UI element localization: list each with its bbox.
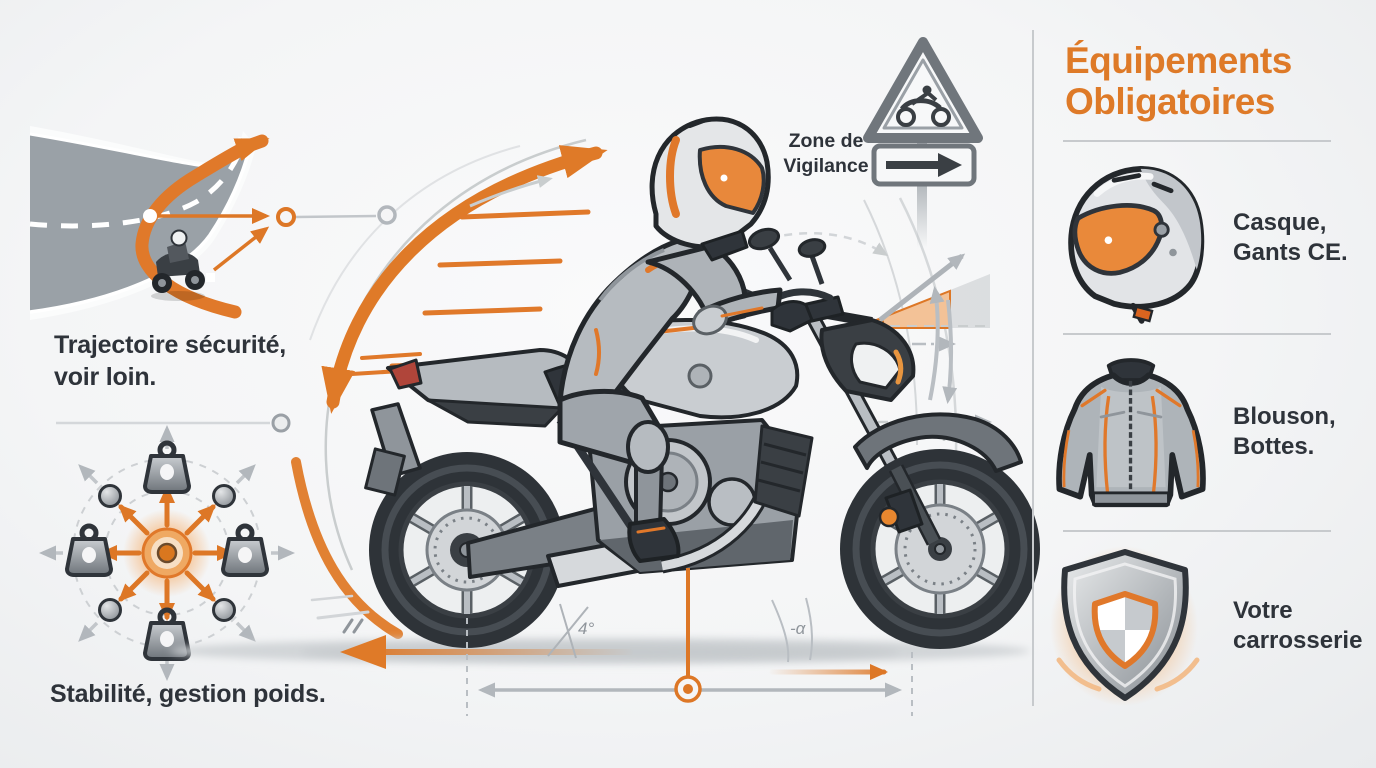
- rear-angle-label: 4°: [578, 619, 594, 638]
- rider-boot: [627, 517, 681, 563]
- vigilance-line2: Vigilance: [783, 155, 869, 177]
- road-centerline: [29, 141, 247, 229]
- panel-title-line1: Équipements: [1065, 40, 1292, 81]
- vigilance-label: Zone de Vigilance: [768, 129, 884, 179]
- mass-sphere-icon: [98, 484, 236, 622]
- divider: [1063, 333, 1331, 335]
- apex-dot: [206, 273, 215, 282]
- radiator: [753, 424, 814, 518]
- motorcycle-illustration: [364, 116, 1040, 649]
- helmet-label: Casque, Gants CE.: [1233, 208, 1348, 268]
- rider-position-dot: [143, 209, 157, 223]
- weight-icon: [65, 440, 269, 661]
- ground-annotations: 4° -α: [340, 568, 913, 716]
- outer-arrows: [39, 425, 295, 681]
- mirror-icon: [747, 227, 781, 251]
- helmet-visor: [697, 144, 766, 215]
- helmet-label-line2: Gants CE.: [1233, 239, 1348, 266]
- jacket-icon: [1056, 358, 1206, 508]
- radial-arrows: [99, 485, 235, 621]
- right-arrow-glyph: [938, 153, 962, 177]
- shield-label: Votre carrosserie: [1233, 596, 1362, 656]
- front-fender: [853, 412, 1023, 473]
- elbow-pad: [692, 304, 728, 336]
- shield-icon: [1050, 546, 1200, 706]
- section-connector: [56, 413, 291, 433]
- helmet-orange-accent: [666, 136, 680, 218]
- vigilance-line1: Zone de: [788, 130, 864, 152]
- rider-glove: [770, 300, 814, 333]
- sign-pole: [917, 136, 927, 248]
- vigilance-sign-group: [863, 37, 983, 248]
- strap-buckle: [1132, 305, 1154, 323]
- tank-emblem: [687, 363, 713, 389]
- helmet-icon: [1068, 166, 1205, 324]
- mini-motorcycle-icon: [151, 229, 205, 301]
- tail-section: [364, 348, 587, 497]
- trajectory-caption: Trajectoire sécurité, voir loin.: [54, 329, 286, 393]
- panel-title-line2: Obligatoires: [1065, 81, 1275, 122]
- orange-detail-dot: [878, 506, 900, 528]
- front-angle-label: -α: [790, 619, 807, 638]
- helmet-label-line1: Casque,: [1233, 209, 1327, 236]
- fuel-tank: [610, 317, 800, 420]
- divider: [1063, 530, 1331, 532]
- stability-caption: Stabilité, gestion poids.: [50, 680, 326, 708]
- arc-node: [377, 205, 397, 225]
- jacket-label-line1: Blouson,: [1233, 403, 1336, 430]
- shield-label-line2: carrosserie: [1233, 627, 1363, 654]
- wing-flourish: [1056, 657, 1200, 692]
- equipment-panel: Équipements Obligatoires Casque, Gants C…: [1035, 0, 1376, 768]
- stability-diagram: [39, 425, 295, 681]
- jacket-label-line2: Bottes.: [1233, 433, 1315, 460]
- main-trajectory-arc: [291, 145, 608, 639]
- headlight: [819, 318, 916, 402]
- road-curve-illustration: [29, 126, 397, 433]
- visor: [1072, 203, 1164, 276]
- divider: [1063, 140, 1331, 142]
- front-wheel: [840, 449, 1040, 649]
- motorcycle-glyph: [896, 85, 951, 127]
- tail-light: [388, 358, 423, 390]
- inner-shield: [1091, 591, 1159, 669]
- panel-title: Équipements Obligatoires: [1065, 40, 1292, 122]
- trajectory-caption-line2: voir loin.: [54, 363, 157, 391]
- target-node: [276, 207, 296, 227]
- mirror-icon: [797, 238, 827, 258]
- rider-helmet: [649, 116, 771, 262]
- shield-label-line1: Votre: [1233, 597, 1293, 624]
- skid-marks: [342, 618, 364, 634]
- trajectory-caption-line1: Trajectoire sécurité,: [54, 331, 287, 359]
- knee-armor: [626, 420, 670, 474]
- jacket-label: Blouson, Bottes.: [1233, 402, 1336, 462]
- rider: [557, 116, 814, 563]
